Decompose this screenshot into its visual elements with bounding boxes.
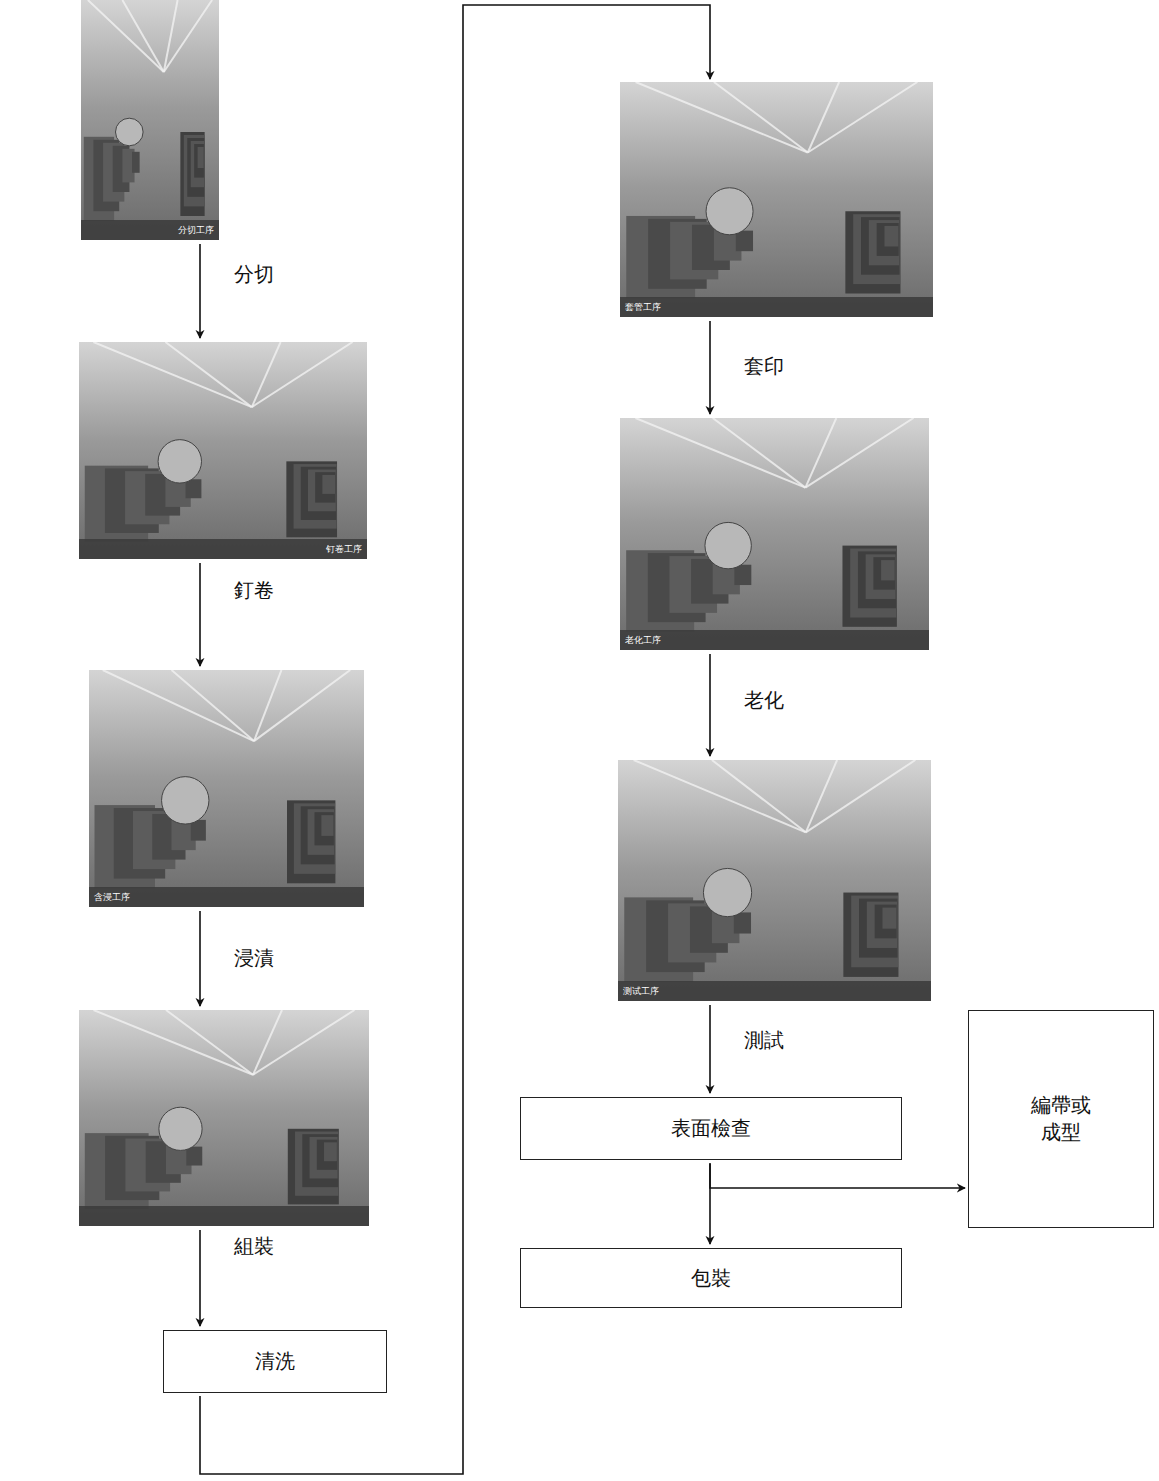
step-label: 套印 bbox=[742, 354, 786, 378]
factory-photo bbox=[81, 0, 219, 240]
process-photo: 分切工序 bbox=[81, 0, 219, 240]
factory-photo bbox=[79, 1010, 369, 1226]
process-box: 表面檢查 bbox=[520, 1097, 902, 1160]
flow-arrow bbox=[709, 321, 711, 414]
step-label: 釘卷 bbox=[232, 578, 276, 602]
process-photo: 钉卷工序 bbox=[79, 342, 367, 559]
box-label: 清洗 bbox=[255, 1348, 295, 1375]
flow-arrow bbox=[199, 1230, 201, 1326]
photo-caption: 分切工序 bbox=[178, 225, 214, 236]
photo-caption: 测试工序 bbox=[623, 986, 659, 997]
process-photo: 含浸工序 bbox=[89, 670, 364, 907]
process-photo bbox=[79, 1010, 369, 1226]
box-label: 表面檢查 bbox=[671, 1115, 751, 1142]
flow-arrow bbox=[710, 1163, 965, 1188]
factory-photo bbox=[618, 760, 931, 1001]
photo-caption: 套管工序 bbox=[625, 302, 661, 313]
process-photo: 套管工序 bbox=[620, 82, 933, 317]
flow-arrow bbox=[199, 244, 201, 338]
process-photo: 老化工序 bbox=[620, 418, 929, 650]
flow-arrow bbox=[199, 563, 201, 666]
flow-arrow bbox=[709, 1005, 711, 1093]
process-photo: 测试工序 bbox=[618, 760, 931, 1001]
box-label: 編帶或 成型 bbox=[1025, 1092, 1097, 1146]
photo-caption: 钉卷工序 bbox=[326, 544, 362, 555]
flow-arrow bbox=[709, 654, 711, 756]
step-label: 老化 bbox=[742, 688, 786, 712]
factory-photo bbox=[89, 670, 364, 907]
factory-photo bbox=[620, 82, 933, 317]
factory-photo bbox=[79, 342, 367, 559]
process-box: 編帶或 成型 bbox=[968, 1010, 1154, 1228]
flow-arrow bbox=[199, 911, 201, 1006]
process-box: 清洗 bbox=[163, 1330, 387, 1393]
photo-caption: 老化工序 bbox=[625, 635, 661, 646]
step-label: 測試 bbox=[742, 1028, 786, 1052]
photo-caption: 含浸工序 bbox=[94, 892, 130, 903]
step-label: 分切 bbox=[232, 262, 276, 286]
step-label: 浸漬 bbox=[232, 946, 276, 970]
step-label: 組裝 bbox=[232, 1234, 276, 1258]
box-label: 包裝 bbox=[691, 1265, 731, 1292]
process-box: 包裝 bbox=[520, 1248, 902, 1308]
factory-photo bbox=[620, 418, 929, 650]
